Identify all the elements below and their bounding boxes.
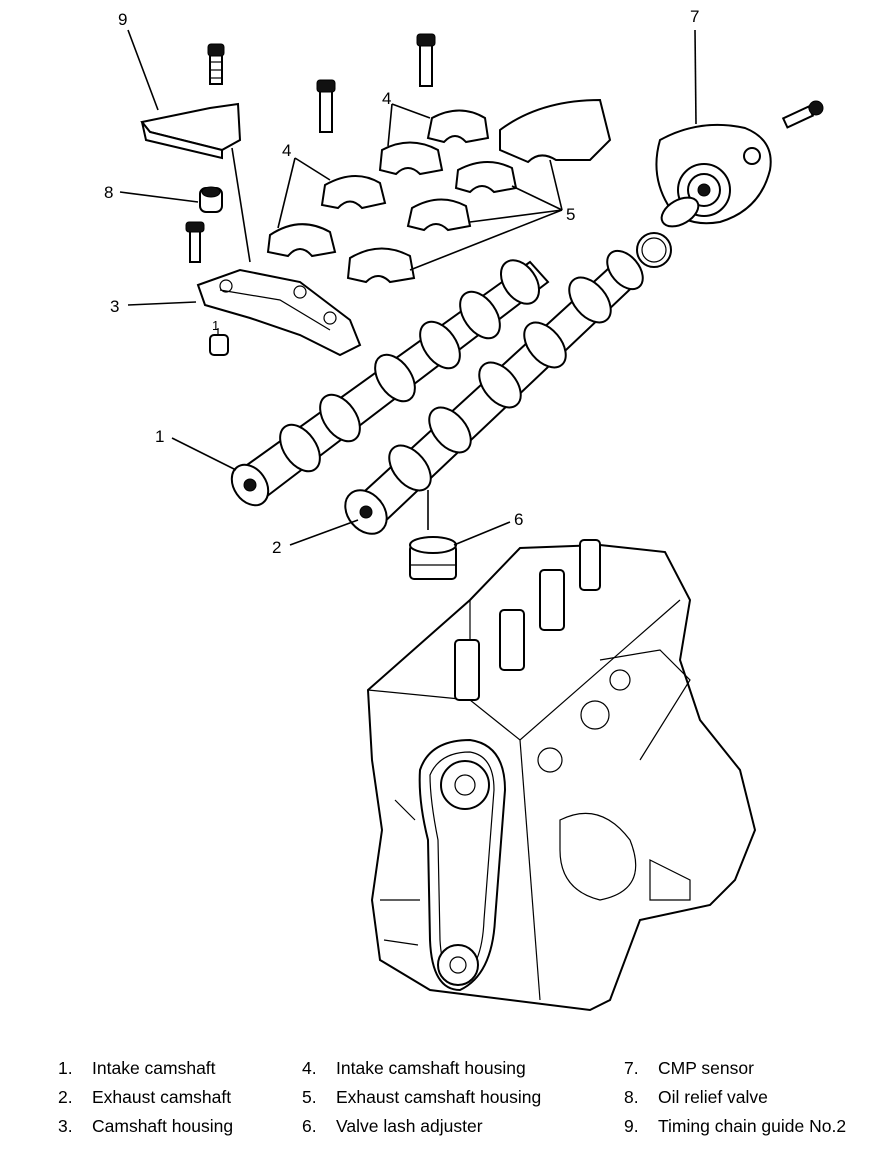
parts-legend: 1. Intake camshaft 2. Exhaust camshaft 3. C… <box>0 1048 896 1158</box>
legend-item-1: 1. Intake camshaft <box>58 1058 216 1079</box>
legend-label: Valve lash adjuster <box>336 1116 483 1136</box>
cmp-sensor-part <box>636 100 824 268</box>
legend-num: 3. <box>58 1116 73 1136</box>
legend-label: Intake camshaft <box>92 1058 216 1078</box>
legend-label: Intake camshaft housing <box>336 1058 526 1078</box>
legend-item-7: 7. CMP sensor <box>624 1058 754 1079</box>
callout-4-upper: 4 <box>382 89 391 108</box>
callout-9: 9 <box>118 10 127 29</box>
callout-8: 8 <box>104 183 113 202</box>
legend-label: Exhaust camshaft housing <box>336 1087 542 1107</box>
legend-item-3: 3. Camshaft housing <box>58 1116 233 1137</box>
legend-label: CMP sensor <box>658 1058 754 1078</box>
legend-item-9: 9. Timing chain guide No.2 <box>624 1116 846 1137</box>
legend-label: Exhaust camshaft <box>92 1087 232 1107</box>
camshaft-housing-part <box>185 221 362 357</box>
exhaust-camshaft-housing-caps <box>346 98 612 284</box>
legend-num: 7. <box>624 1058 639 1078</box>
callout-5: 5 <box>566 205 575 224</box>
legend-label: Camshaft housing <box>92 1116 234 1136</box>
legend-num: 5. <box>302 1087 317 1107</box>
legend-item-2: 2. Exhaust camshaft <box>58 1087 231 1108</box>
intake-camshaft-part <box>230 259 550 507</box>
legend-item-4: 4. Intake camshaft housing <box>302 1058 526 1079</box>
engine-block-part <box>366 539 757 1012</box>
callout-3: 3 <box>110 297 119 316</box>
legend-num: 9. <box>624 1116 639 1136</box>
legend-label: Timing chain guide No.2 <box>658 1116 847 1136</box>
legend-num: 1. <box>58 1058 73 1078</box>
legend-item-8: 8. Oil relief valve <box>624 1087 768 1108</box>
legend-num: 6. <box>302 1116 317 1136</box>
oil-relief-valve-part <box>199 186 223 213</box>
legend-item-6: 6. Valve lash adjuster <box>302 1116 483 1137</box>
exhaust-camshaft-part <box>344 249 644 535</box>
legend-num: 4. <box>302 1058 317 1078</box>
legend-item-5: 5. Exhaust camshaft housing <box>302 1087 541 1108</box>
valve-lash-adjuster-part <box>409 536 457 580</box>
legend-label: Oil relief valve <box>658 1087 768 1107</box>
exploded-engine-diagram: 9 7 8 4 4 5 3 1 1 2 6 <box>104 7 824 1012</box>
legend-num: 8. <box>624 1087 639 1107</box>
callout-2: 2 <box>272 538 281 557</box>
callout-1: 1 <box>155 427 164 446</box>
intake-camshaft-housing-caps <box>266 33 490 258</box>
callout-6: 6 <box>514 510 523 529</box>
callout-4-lower: 4 <box>282 141 291 160</box>
callout-3-sub-1: 1 <box>212 318 219 333</box>
callout-7: 7 <box>690 7 699 26</box>
timing-chain-guide-part <box>140 43 242 160</box>
legend-num: 2. <box>58 1087 73 1107</box>
